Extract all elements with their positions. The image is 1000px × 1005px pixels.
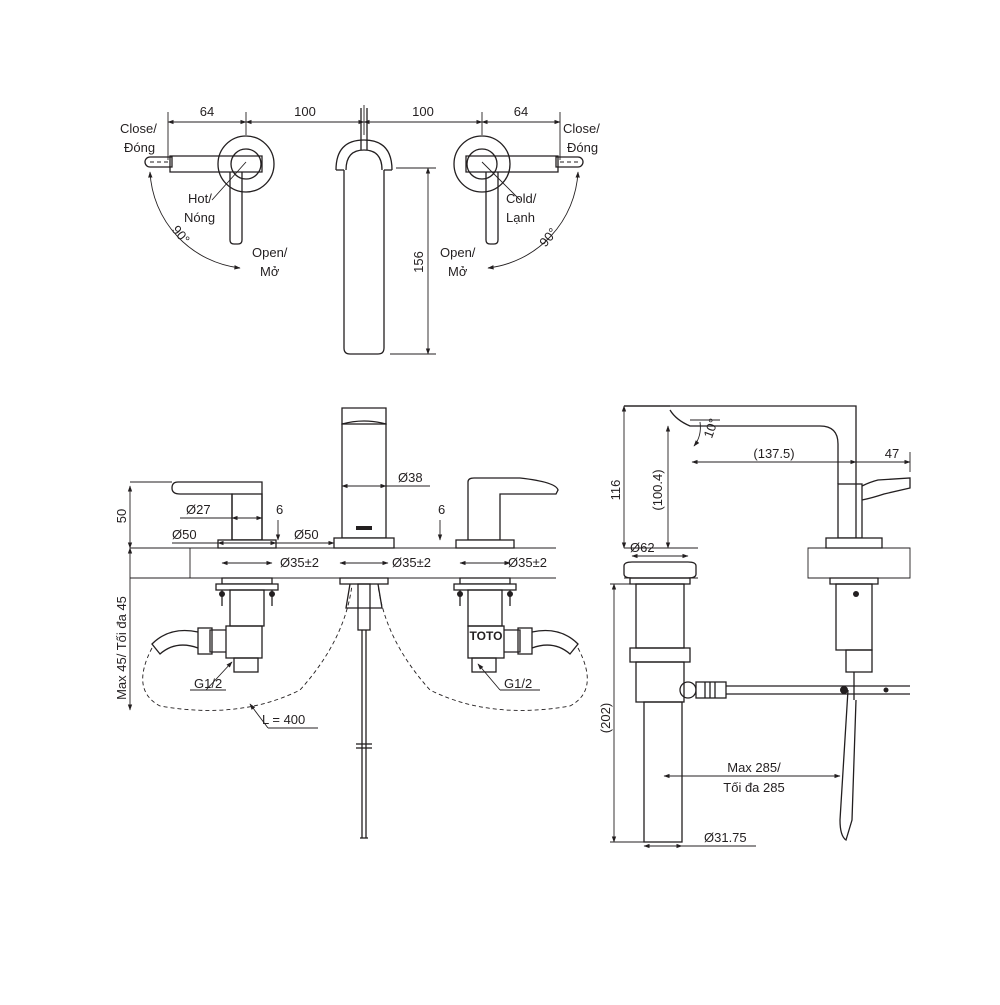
thick-6-left-label: 6: [276, 502, 283, 517]
spout-top: [335, 108, 393, 355]
spout-front: [333, 407, 395, 839]
right-close-label: Close/: [563, 121, 600, 136]
dim-100-left: 100: [294, 104, 316, 119]
dim-47: 47: [885, 446, 899, 461]
top-view: 64 100 100 64 Close/ Đóng Hot/ Nóng Open…: [120, 104, 600, 355]
dim-100-4: (100.4): [650, 469, 665, 510]
dia-27-label: Ø27: [186, 502, 211, 517]
cold-label: Cold/: [506, 191, 537, 206]
thread-right-label: G1/2: [504, 676, 532, 691]
drain-side: [623, 561, 910, 843]
front-view: TOTO 50 Max 45/ Tối đa 45 Ø27 6 Ø50 Ø50 …: [114, 407, 588, 839]
left-close-label: Close/: [120, 121, 157, 136]
right-handle-front: TOTO: [453, 477, 579, 673]
dim-50: 50: [114, 509, 129, 523]
hot-label-vn: Nóng: [184, 210, 215, 225]
dim-116: 116: [608, 480, 623, 501]
max-285-label: Max 285/: [727, 760, 781, 775]
left-handle-front: [151, 481, 279, 673]
hose-length-label: L = 400: [262, 712, 305, 727]
hot-leader: [211, 161, 247, 201]
spout-side: [624, 405, 911, 842]
hot-label: Hot/: [188, 191, 212, 206]
right-rotation-arc: [487, 171, 580, 270]
dim-64-left: 64: [200, 104, 214, 119]
angle-10-label: 10°: [700, 416, 721, 440]
side-view: 116 (100.4) 10° (137.5) 47 Ø62 (202) Max…: [598, 405, 911, 849]
thread-left-label: G1/2: [194, 676, 222, 691]
hole-right-label: Ø35±2: [508, 555, 547, 570]
dia-50-left-label: Ø50: [172, 527, 197, 542]
cold-label-vn: Lạnh: [506, 210, 535, 225]
left-open-label: Open/: [252, 245, 288, 260]
dia-38-label: Ø38: [398, 470, 423, 485]
brand-mark: TOTO: [470, 629, 503, 643]
dia-31-75-label: Ø31.75: [704, 830, 747, 845]
dia-62-label: Ø62: [630, 540, 655, 555]
right-open-label: Open/: [440, 245, 476, 260]
right-hose-path: [377, 584, 588, 711]
hole-mid-label: Ø35±2: [392, 555, 431, 570]
thick-6-mid-label: 6: [438, 502, 445, 517]
hole-left-label: Ø35±2: [280, 555, 319, 570]
right-handle-top: [453, 135, 584, 245]
left-open-label-vn: Mở: [260, 264, 280, 279]
left-handle-top: [144, 135, 275, 245]
dim-100-right: 100: [412, 104, 434, 119]
dim-156: 156: [411, 251, 426, 273]
right-open-label-vn: Mở: [448, 264, 468, 279]
cold-leader: [481, 161, 521, 201]
left-close-label-vn: Đóng: [124, 140, 155, 155]
left-angle-label: 90°: [169, 222, 193, 247]
left-rotation-arc: [148, 171, 241, 270]
right-close-label-vn: Đóng: [567, 140, 598, 155]
dim-64-right: 64: [514, 104, 528, 119]
dia-50-mid-label: Ø50: [294, 527, 319, 542]
left-hose-path: [142, 584, 353, 711]
dim-137-5: (137.5): [753, 446, 794, 461]
max-thickness-label: Max 45/ Tối đa 45: [114, 596, 129, 700]
dim-202: (202): [598, 703, 613, 733]
max-285-label-vn: Tối đa 285: [723, 780, 784, 795]
